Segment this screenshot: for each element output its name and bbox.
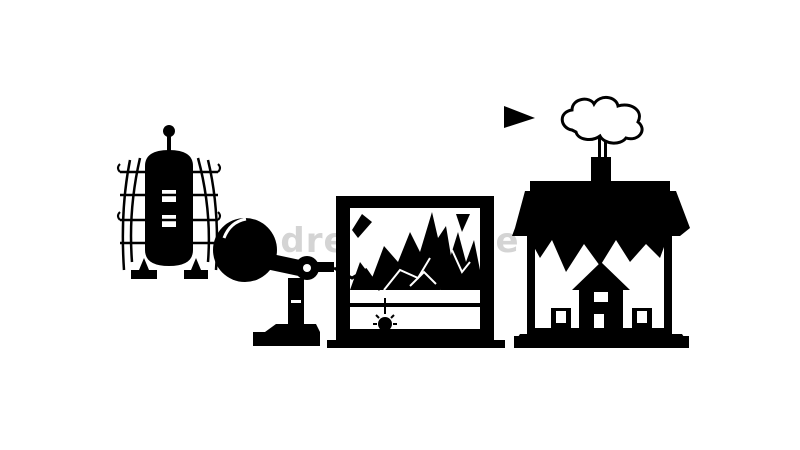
smoke-cloud-icon	[560, 96, 644, 145]
flag-icon	[504, 106, 535, 128]
burning-house-icon	[512, 128, 690, 348]
laser-lamp-icon	[213, 217, 334, 346]
vacuum-robot-icon	[117, 125, 221, 279]
broken-window-icon	[327, 196, 505, 348]
